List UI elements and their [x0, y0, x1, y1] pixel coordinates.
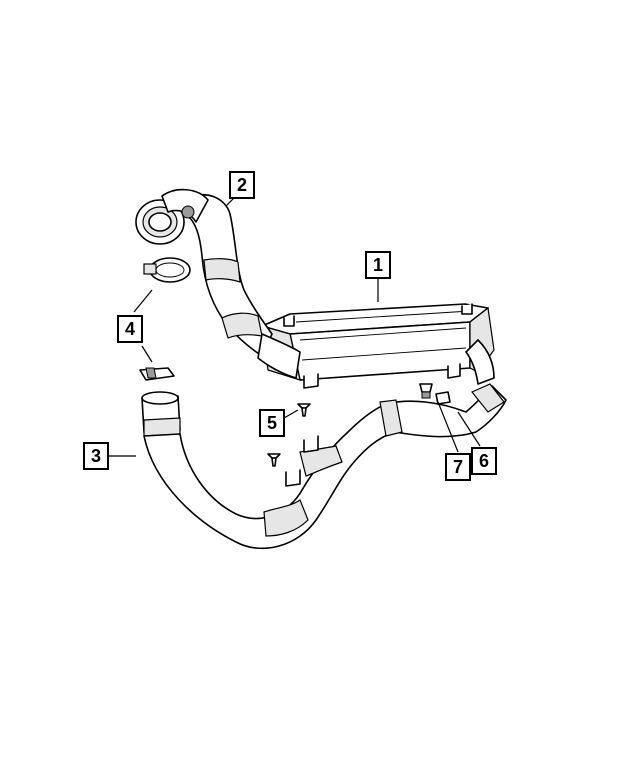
upper-intake-duct — [135, 188, 301, 379]
leader-4b — [141, 345, 153, 363]
leader-lines — [108, 191, 481, 457]
svg-text:6: 6 — [479, 451, 489, 471]
svg-text:4: 4 — [125, 319, 135, 339]
svg-text:7: 7 — [453, 457, 463, 477]
callout-6: 6 — [471, 447, 497, 475]
clip-fastener — [139, 367, 175, 381]
callout-7: 7 — [445, 453, 471, 481]
hose-clamp — [143, 257, 191, 283]
svg-text:1: 1 — [373, 255, 383, 275]
svg-text:2: 2 — [237, 175, 247, 195]
callout-2: 2 — [229, 171, 255, 199]
leader-4a — [133, 289, 153, 313]
lower-duct — [141, 383, 507, 550]
leader-7 — [437, 401, 459, 453]
nut-fastener — [435, 391, 451, 405]
callout-4: 4 — [117, 315, 143, 343]
leader-5 — [283, 409, 299, 419]
callout-3: 3 — [83, 442, 109, 470]
svg-text:5: 5 — [267, 413, 277, 433]
leader-6 — [457, 411, 481, 447]
callout-5: 5 — [259, 409, 285, 437]
push-pin-fastener-lower — [267, 453, 281, 467]
bolt-fastener — [419, 383, 433, 399]
svg-text:3: 3 — [91, 446, 101, 466]
push-pin-fastener-upper — [297, 403, 311, 417]
callout-1: 1 — [365, 251, 391, 279]
